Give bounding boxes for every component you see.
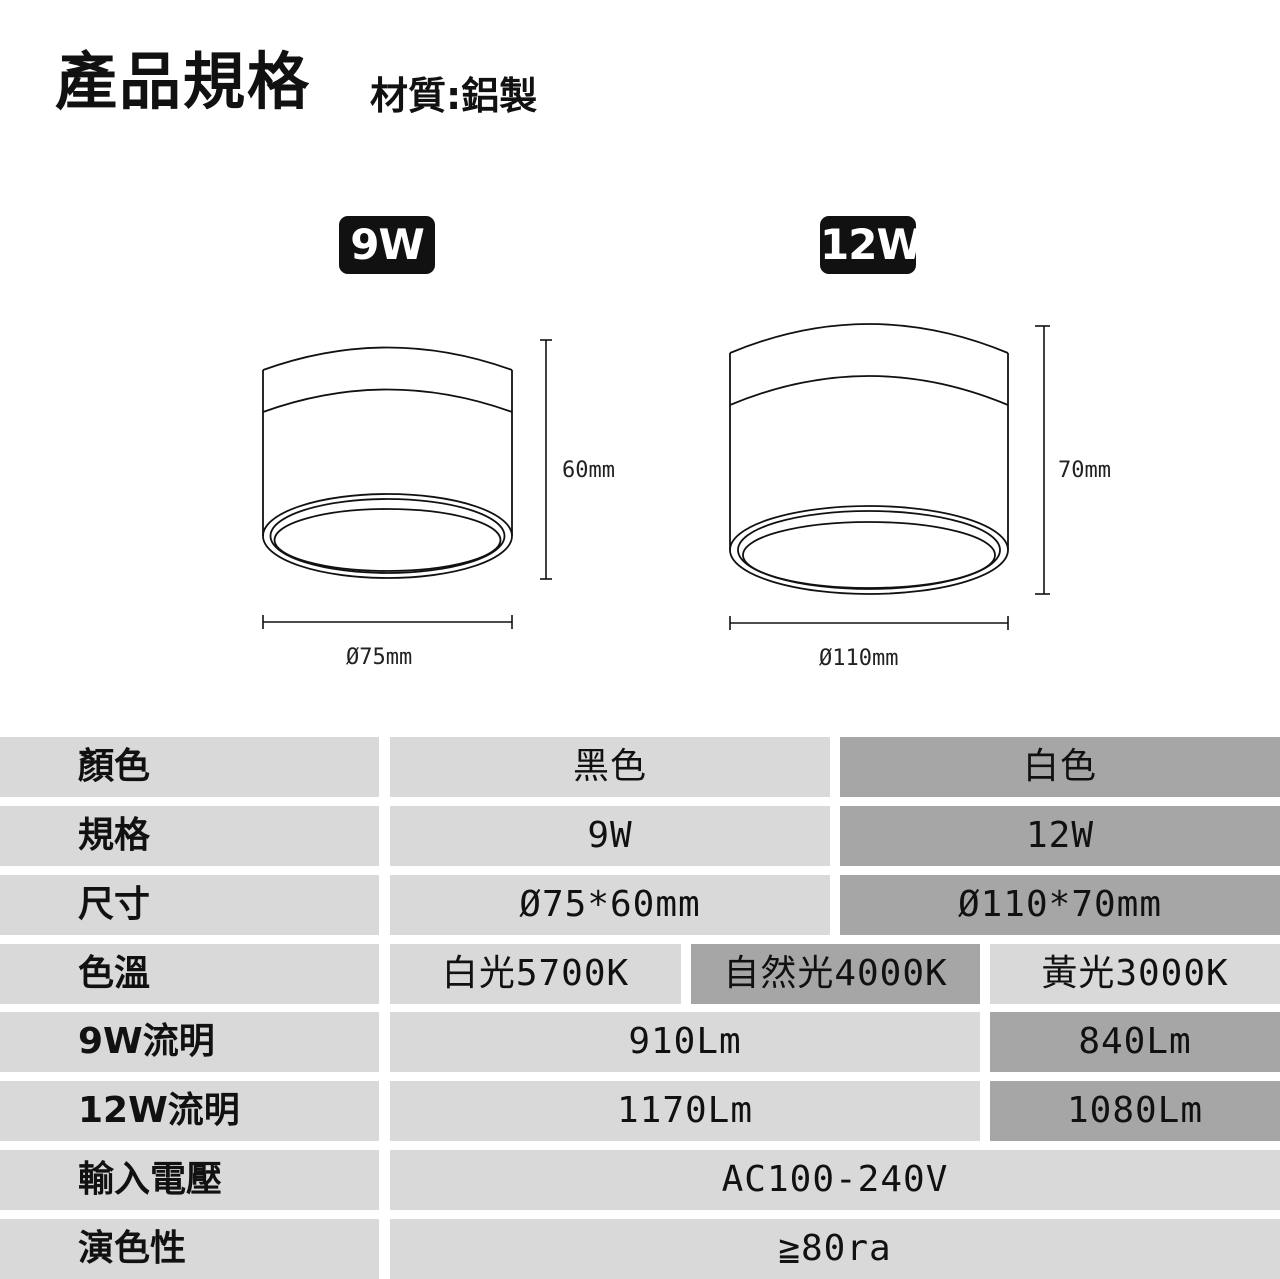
spec-voltage-value: AC100-240V [390,1150,1280,1210]
height-9w-label: 60mm [562,458,615,483]
spec-temp-warm: 黃光3000K [990,944,1280,1004]
spec-label-voltage: 輸入電壓 [0,1150,379,1210]
page-title: 產品規格 [55,45,312,118]
spec-label-lm12: 12W流明 [0,1081,379,1141]
spec-temp-white: 白光5700K [390,944,681,1004]
spec-lm9-b: 840Lm [990,1012,1280,1072]
spec-power-12w: 12W [840,806,1280,866]
badge-9w: 9W [339,216,435,274]
diameter-12w-label: Ø110mm [819,646,898,671]
spec-lm9-a: 910Lm [390,1012,980,1072]
spec-power-9w: 9W [390,806,830,866]
spec-lm12-a: 1170Lm [390,1081,980,1141]
spec-color-black: 黑色 [390,737,830,797]
spec-label-color: 顏色 [0,737,379,797]
spec-size-12w: Ø110*70mm [840,875,1280,935]
lamp-12w-drawing [729,323,1009,595]
spec-temp-natural: 自然光4000K [691,944,980,1004]
badge-12w: 12W [820,216,923,274]
spec-size-9w: Ø75*60mm [390,875,830,935]
dimension-lines [262,325,1050,630]
spec-label-lm9: 9W流明 [0,1012,379,1072]
spec-label-cri: 演色性 [0,1219,379,1279]
diameter-9w-label: Ø75mm [346,645,412,670]
product-drawings: 60mm Ø75mm 70mm Ø110mm [262,323,1111,671]
spec-label-temp: 色溫 [0,944,379,1004]
spec-color-white: 白色 [840,737,1280,797]
material-subtitle: 材質:鋁製 [370,74,538,118]
height-12w-label: 70mm [1058,458,1111,483]
spec-label-power: 規格 [0,806,379,866]
spec-lm12-b: 1080Lm [990,1081,1280,1141]
lamp-9w-drawing [262,346,513,579]
spec-cri-value: ≧80ra [390,1219,1280,1279]
spec-label-size: 尺寸 [0,875,379,935]
